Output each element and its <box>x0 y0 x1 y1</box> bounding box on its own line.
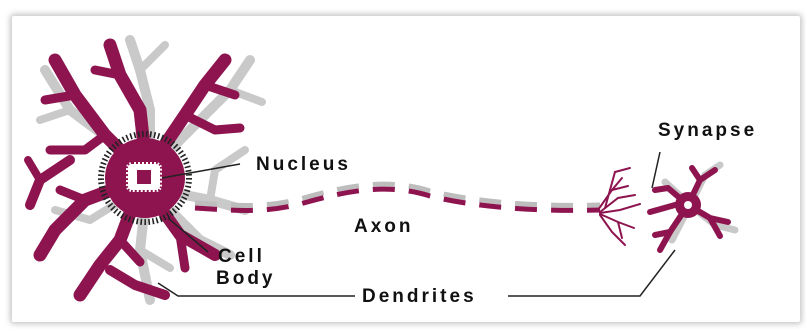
synapse-label: Synapse <box>658 120 757 141</box>
nucleus <box>126 162 162 192</box>
dendrites-leader-line-right <box>508 250 675 296</box>
cell-body-label-line2: Body <box>216 268 276 289</box>
postsynaptic-neuron <box>650 165 735 250</box>
nucleus-label: Nucleus <box>256 154 351 175</box>
axon <box>195 184 600 210</box>
axon-label: Axon <box>354 216 414 237</box>
synapse-leader-line <box>652 152 660 188</box>
dendrites-label: Dendrites <box>362 286 477 307</box>
cell-body-label-line1: Cell <box>218 246 265 267</box>
axon-terminal <box>598 168 640 245</box>
